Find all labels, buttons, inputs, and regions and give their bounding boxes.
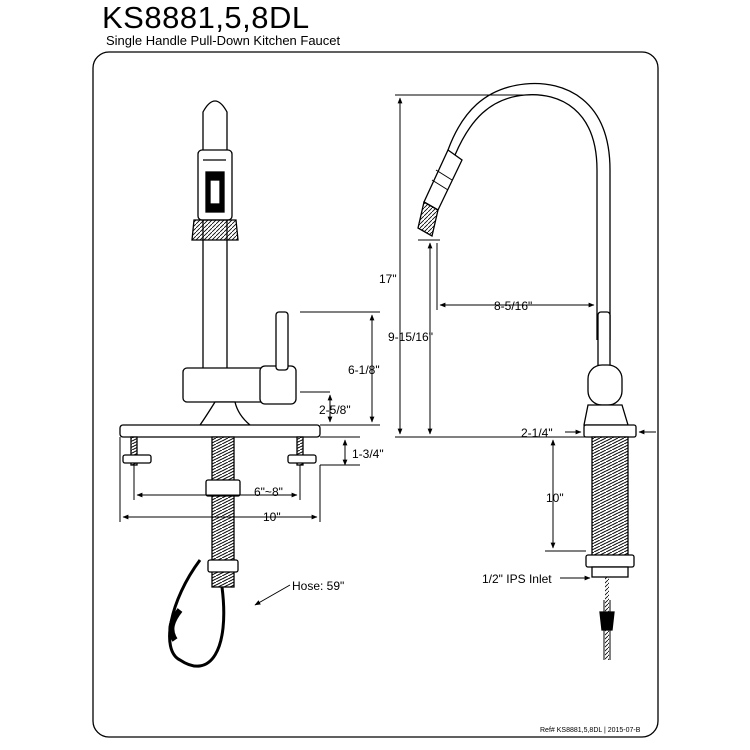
reference-note: Ref# KS8881,5,8DL | 2015-07-B	[540, 727, 641, 734]
front-dimensions	[119, 311, 380, 606]
center-spread-label: 6"~8"	[254, 485, 283, 499]
base-to-handle-label: 2-5/8"	[319, 403, 351, 417]
front-view	[119, 100, 321, 668]
overall-height-label: 17"	[379, 272, 397, 286]
drawing-frame	[92, 51, 659, 738]
handle-height-label: 6-1/8"	[348, 363, 380, 377]
deck-plate-width-label: 10"	[263, 510, 281, 524]
side-spray-nozzle	[417, 201, 439, 237]
side-view	[417, 82, 637, 660]
side-lever-handle	[597, 311, 611, 371]
lever-handle	[275, 311, 289, 371]
handle-hub	[259, 365, 297, 405]
hose-length-label: Hose: 59"	[292, 579, 344, 593]
spout-height-label: 9-15/16"	[388, 330, 433, 344]
spray-nozzle	[191, 219, 239, 241]
spout-reach-label: 8-5/16"	[494, 299, 532, 313]
side-body	[587, 364, 623, 406]
shank-length-label: 10"	[546, 491, 564, 505]
product-subtitle: Single Handle Pull-Down Kitchen Faucet	[106, 33, 341, 48]
base-diameter-label: 2-1/4"	[521, 426, 553, 440]
side-shank	[591, 436, 629, 558]
deck-thickness-label: 1-3/4"	[352, 447, 384, 461]
deck-plate	[119, 424, 321, 438]
model-title: KS8881,5,8DL	[102, 0, 310, 35]
hose-loop	[168, 559, 226, 668]
side-spray-head	[423, 149, 463, 211]
inlet-label: 1/2" IPS Inlet	[482, 572, 552, 586]
base-neck	[198, 401, 252, 426]
side-dimensions	[395, 94, 656, 581]
